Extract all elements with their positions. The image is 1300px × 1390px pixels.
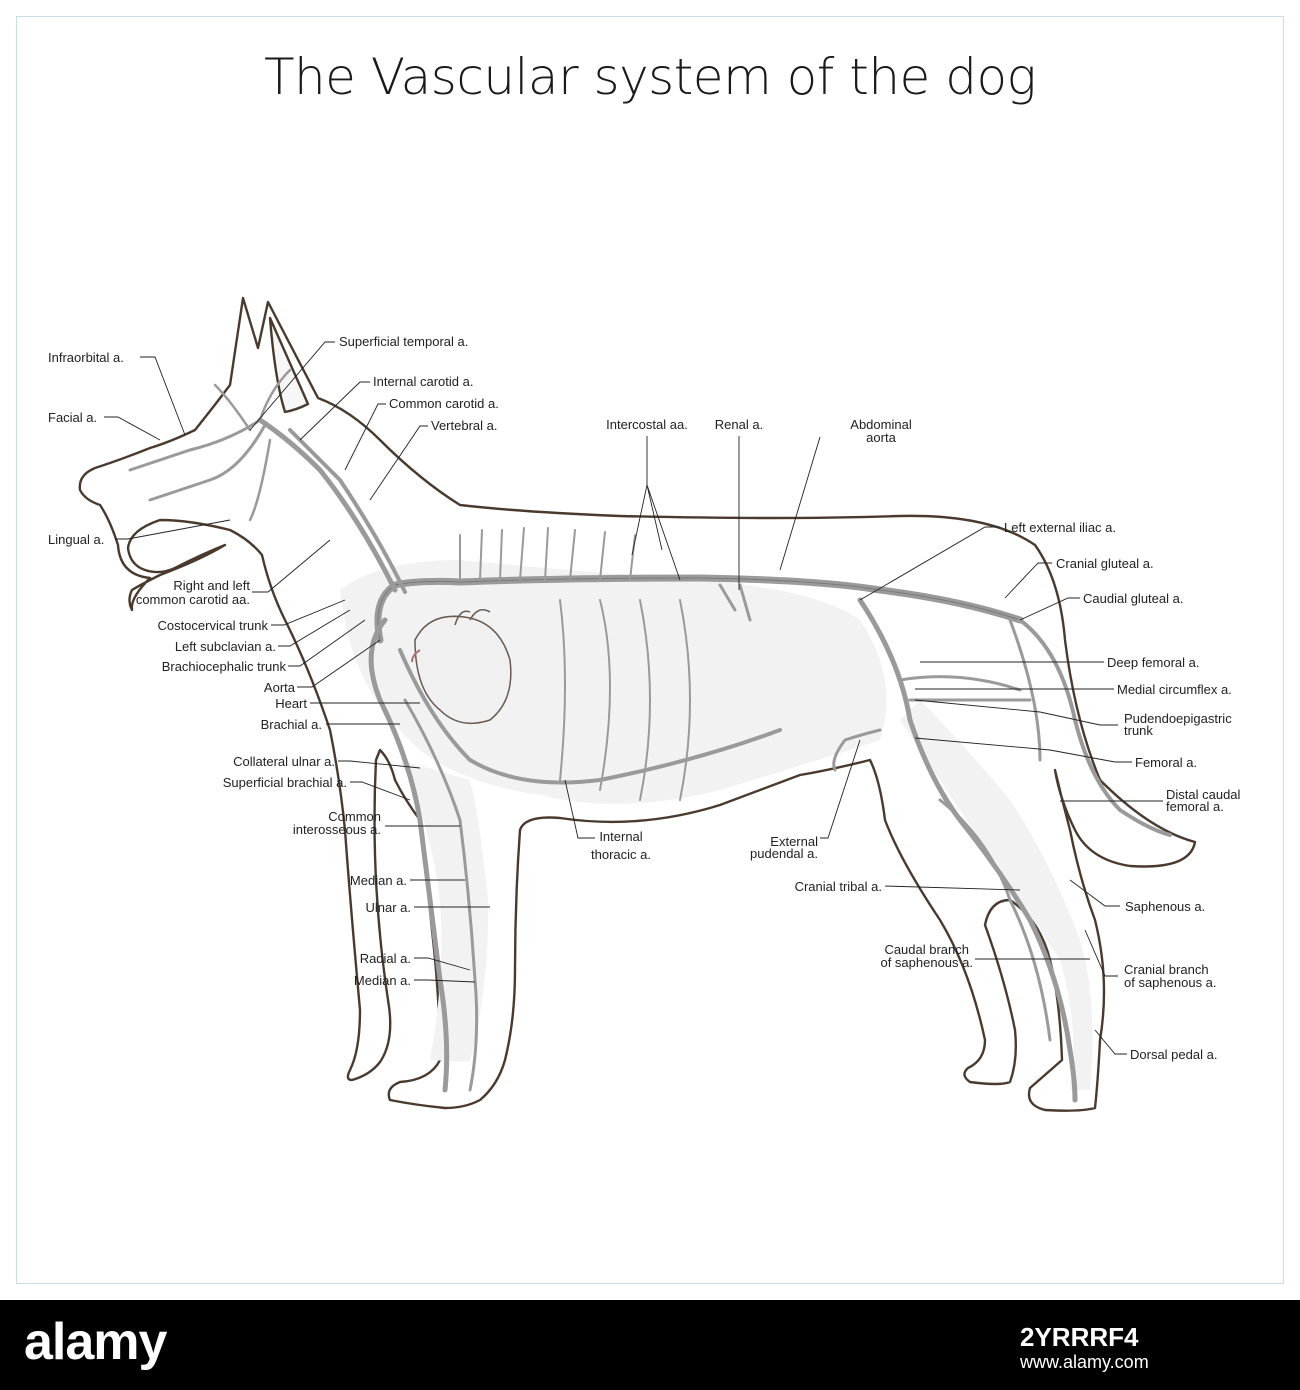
label-distal-caudal-femoral-line2: femoral a.: [1166, 799, 1224, 814]
label-common-interosseous-line1: Common: [328, 809, 381, 824]
label-radial: Radial a.: [360, 951, 411, 966]
label-external-pudendal-line1: External: [770, 834, 818, 849]
label-left-external-iliac: Left external iliac a.: [1004, 520, 1116, 535]
heart-icon: [411, 609, 512, 725]
label-dorsal-pedal: Dorsal pedal a.: [1130, 1047, 1217, 1062]
label-external-pudendal-line2: pudendal a.: [750, 846, 818, 861]
label-superficial-brachial: Superficial brachial a.: [223, 775, 347, 790]
leader-lines: [104, 341, 1163, 1055]
label-superficial-temporal: Superficial temporal a.: [339, 334, 468, 349]
label-caudal-branch-line2: of saphenous a.: [880, 955, 973, 970]
label-facial: Facial a.: [48, 410, 97, 425]
label-median-upper: Median a.: [350, 873, 407, 888]
label-vertebral: Vertebral a.: [431, 418, 498, 433]
dog-illustration: Infraorbital a. Facial a. Lingual a. Sup…: [48, 296, 1241, 1112]
label-saphenous: Saphenous a.: [1125, 899, 1205, 914]
label-internal-carotid: Internal carotid a.: [373, 374, 473, 389]
label-deep-femoral: Deep femoral a.: [1107, 655, 1200, 670]
label-distal-caudal-femoral-line1: Distal caudal: [1166, 787, 1241, 802]
label-median-lower: Median a.: [354, 973, 411, 988]
label-intercostal: Intercostal aa.: [606, 417, 688, 432]
label-lingual: Lingual a.: [48, 532, 104, 547]
label-pudendoepigastric-line1: Pudendoepigastric: [1124, 711, 1232, 726]
label-cranial-branch-line2: of saphenous a.: [1124, 975, 1217, 990]
watermark-banner: [0, 1300, 1300, 1390]
label-caudal-gluteal: Caudial gluteal a.: [1083, 591, 1183, 606]
label-rl-common-carotid-line1: Right and left: [173, 578, 250, 593]
label-left-subclavian: Left subclavian a.: [175, 639, 276, 654]
label-pudendoepigastric-line2: trunk: [1124, 723, 1153, 738]
diagram-title: The Vascular system of the dog: [263, 48, 1037, 106]
label-heart: Heart: [275, 696, 307, 711]
label-abdominal-aorta-line1: Abdominal: [850, 417, 912, 432]
vessel-network: [128, 368, 1172, 1103]
label-aorta: Aorta: [264, 680, 296, 695]
label-abdominal-aorta-line2: aorta: [866, 430, 896, 445]
label-brachial: Brachial a.: [261, 717, 322, 732]
label-cranial-tibial: Cranial tribal a.: [795, 879, 882, 894]
label-infraorbital: Infraorbital a.: [48, 350, 124, 365]
label-brachiocephalic: Brachiocephalic trunk: [162, 659, 287, 674]
label-rl-common-carotid-line2: common carotid aa.: [136, 592, 250, 607]
label-cranial-branch-line1: Cranial branch: [1124, 962, 1209, 977]
anatomy-labels: Infraorbital a. Facial a. Lingual a. Sup…: [48, 334, 1241, 1062]
label-ulnar: Ulnar a.: [365, 900, 411, 915]
label-costocervical: Costocervical trunk: [157, 618, 268, 633]
label-renal: Renal a.: [715, 417, 763, 432]
image-id: 2YRRRF4: [1020, 1322, 1139, 1352]
label-collateral-ulnar: Collateral ulnar a.: [233, 754, 335, 769]
alamy-logo: alamy: [24, 1313, 167, 1371]
label-medial-circumflex: Medial circumflex a.: [1117, 682, 1232, 697]
site-url: www.alamy.com: [1020, 1352, 1149, 1372]
label-common-carotid: Common carotid a.: [389, 396, 499, 411]
label-femoral: Femoral a.: [1135, 755, 1197, 770]
label-common-interosseous-line2: interosseous a.: [293, 822, 381, 837]
label-internal-thoracic-line1: Internal: [599, 829, 642, 844]
label-caudal-branch-line1: Caudal branch: [884, 942, 969, 957]
label-cranial-gluteal: Cranial gluteal a.: [1056, 556, 1154, 571]
label-internal-thoracic-line2: thoracic a.: [591, 847, 651, 862]
